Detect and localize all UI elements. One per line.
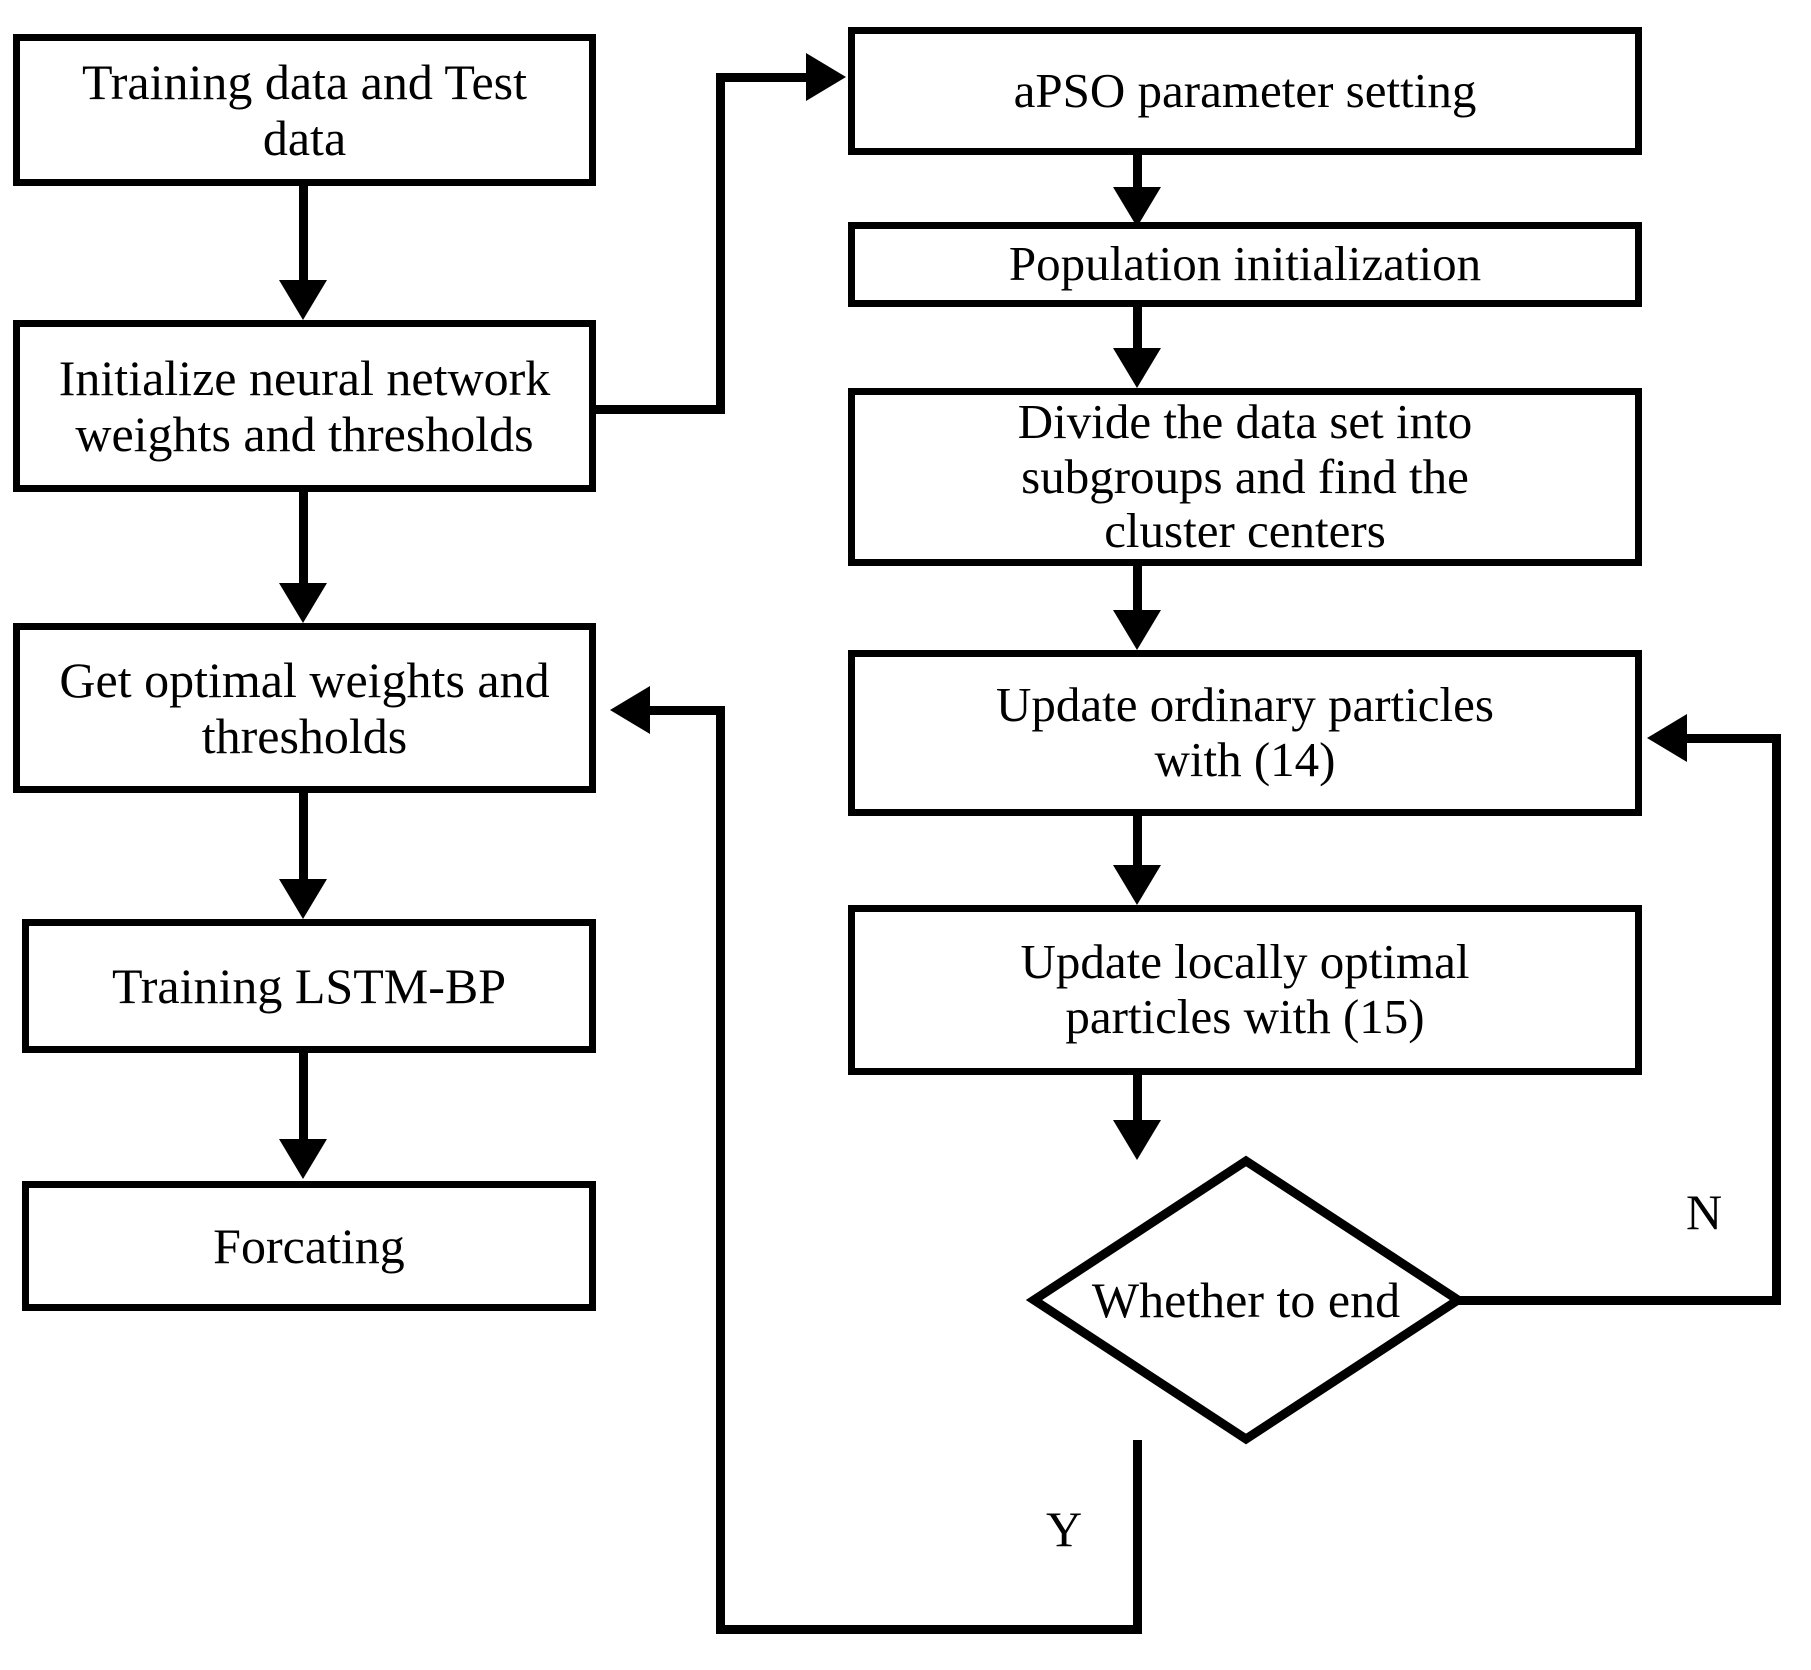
connector-apso-to-population	[1133, 155, 1142, 191]
connector-yes-branch-h1	[716, 1625, 1142, 1634]
connector-getoptimal-to-training	[299, 793, 308, 882]
connector-training-to-initialize	[299, 186, 308, 284]
node-label: Divide the data set into subgroups and f…	[1017, 393, 1473, 559]
connector-updateordinary-to-updatelocal	[1133, 816, 1142, 871]
node-get-optimal-weights[interactable]: Get optimal weights and thresholds	[13, 623, 596, 793]
node-training-lstm-bp[interactable]: Training LSTM-BP	[22, 919, 596, 1053]
node-label: Initialize neural network weights and th…	[58, 350, 551, 462]
arrowhead-down-icon	[1113, 187, 1161, 227]
node-label: Population initialization	[1008, 236, 1482, 292]
arrowhead-down-icon	[279, 1139, 327, 1179]
connector-no-branch-h1	[1455, 1296, 1781, 1305]
connector-initialize-to-apso-h2	[716, 73, 810, 82]
connector-population-to-divide	[1133, 307, 1142, 352]
connector-no-branch-v	[1772, 734, 1781, 1305]
node-forcating[interactable]: Forcating	[22, 1181, 596, 1311]
connector-training-to-forcating	[299, 1053, 308, 1143]
node-divide-data-set[interactable]: Divide the data set into subgroups and f…	[848, 388, 1642, 566]
node-update-locally-optimal-particles[interactable]: Update locally optimal particles with (1…	[848, 905, 1642, 1075]
connector-divide-to-updateordinary	[1133, 566, 1142, 616]
connector-no-branch-h2	[1687, 734, 1781, 743]
node-initialize-weights[interactable]: Initialize neural network weights and th…	[13, 320, 596, 492]
edge-label-no: N	[1686, 1184, 1723, 1240]
node-apso-parameter-setting[interactable]: aPSO parameter setting	[848, 27, 1642, 155]
node-label: Update ordinary particles with (14)	[996, 677, 1494, 787]
edge-label-yes: Y	[1046, 1501, 1083, 1557]
diamond-shape	[1025, 1155, 1467, 1445]
node-label: aPSO parameter setting	[1013, 62, 1477, 118]
arrowhead-down-icon	[1113, 610, 1161, 650]
node-label: Forcating	[213, 1218, 405, 1274]
node-population-initialization[interactable]: Population initialization	[848, 222, 1642, 307]
arrowhead-down-icon	[1113, 865, 1161, 905]
node-label: Training LSTM-BP	[111, 958, 507, 1014]
arrowhead-left-icon	[1647, 714, 1687, 762]
arrowhead-right-icon	[806, 53, 846, 101]
node-training-test-data[interactable]: Training data and Test data	[13, 34, 596, 186]
connector-initialize-to-apso-v	[716, 73, 725, 414]
node-update-ordinary-particles[interactable]: Update ordinary particles with (14)	[848, 650, 1642, 816]
arrowhead-down-icon	[279, 879, 327, 919]
node-label: Update locally optimal particles with (1…	[1020, 934, 1470, 1044]
connector-updatelocal-to-decision	[1133, 1075, 1142, 1125]
arrowhead-down-icon	[279, 583, 327, 623]
connector-yes-branch-v1	[1133, 1440, 1142, 1634]
arrowhead-down-icon	[1113, 348, 1161, 388]
connector-yes-branch-h2	[650, 706, 725, 715]
node-whether-to-end[interactable]: Whether to end	[1025, 1155, 1467, 1445]
node-label: Get optimal weights and thresholds	[59, 652, 550, 764]
arrowhead-left-icon	[610, 686, 650, 734]
connector-initialize-to-apso-h1	[596, 405, 725, 414]
connector-yes-branch-v2	[716, 706, 725, 1634]
arrowhead-down-icon	[279, 280, 327, 320]
connector-initialize-to-getoptimal	[299, 492, 308, 587]
node-label: Training data and Test data	[81, 54, 528, 166]
arrowhead-down-icon	[1113, 1120, 1161, 1160]
